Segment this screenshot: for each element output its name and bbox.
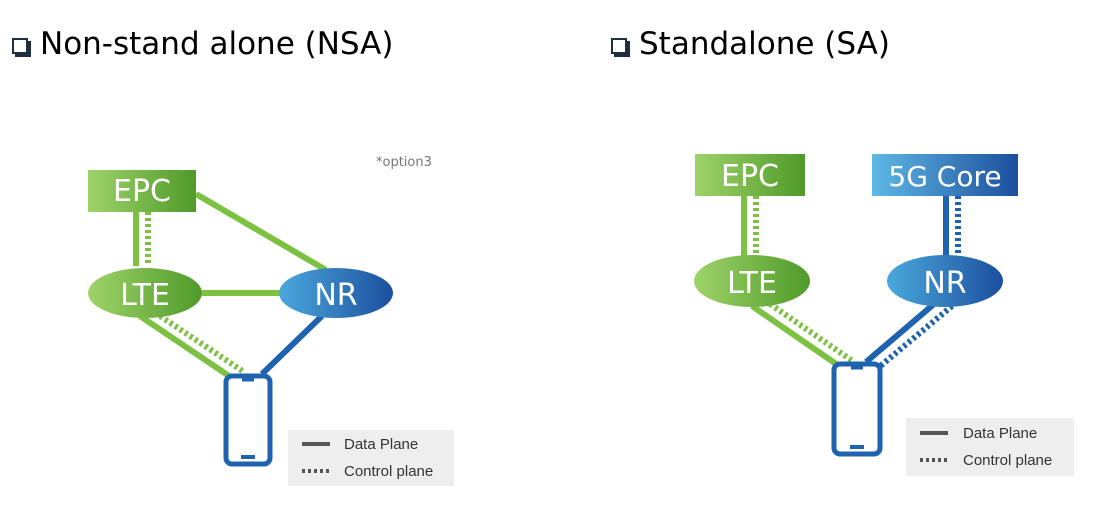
nsa-legend-box — [288, 430, 454, 486]
sa-nr-label: NR — [923, 266, 966, 301]
sa-epc-node: EPC — [695, 154, 805, 196]
sa-core-label: 5G Core — [888, 160, 1001, 193]
sa-lte-phone-data-link — [750, 303, 844, 371]
nsa-diagram: *option3 EPC LTE — [88, 155, 454, 486]
sa-heading-text: Standalone (SA) — [639, 26, 890, 62]
sa-nr-ellipse — [887, 255, 1003, 307]
sa-lte-ellipse — [694, 255, 810, 307]
nsa-epc-label: EPC — [113, 174, 171, 209]
checkbox-icon — [12, 38, 28, 54]
sa-lte-phone-control-link — [768, 301, 856, 365]
nsa-nr-label: NR — [314, 278, 357, 313]
sa-legend: Data Plane Control plane — [906, 418, 1074, 476]
nsa-legend: Data Plane Control plane — [288, 430, 454, 486]
nsa-heading: Non-stand alone (NSA) — [12, 26, 393, 62]
nsa-nr-node: NR — [279, 268, 393, 318]
nsa-option-note: *option3 — [376, 155, 432, 170]
smartphone-icon — [223, 373, 273, 467]
nsa-epc-node: EPC — [88, 170, 196, 212]
sa-epc-box — [695, 154, 805, 196]
sa-lte-label: LTE — [727, 266, 777, 301]
sa-nr-phone-control-link — [876, 303, 954, 371]
nsa-lte-label: LTE — [120, 278, 170, 313]
nsa-heading-text: Non-stand alone (NSA) — [40, 26, 394, 62]
sa-core-box — [872, 154, 1018, 196]
nsa-nr-phone-data-link — [259, 313, 325, 377]
checkbox-icon — [611, 38, 627, 54]
sa-core-node: 5G Core — [872, 154, 1018, 196]
sa-nr-phone-data-link — [864, 301, 936, 365]
nsa-legend-data-plane: Data Plane — [344, 436, 418, 453]
sa-diagram: EPC 5G Core LTE NR — [694, 154, 1074, 476]
sa-legend-control-plane: Control plane — [963, 452, 1052, 469]
nsa-epc-nr-data-link — [194, 191, 328, 273]
sa-lte-node: LTE — [694, 255, 810, 307]
smartphone-icon — [831, 361, 883, 457]
nsa-lte-phone-data-link — [138, 313, 234, 381]
sa-heading: Standalone (SA) — [611, 26, 890, 62]
nsa-epc-box — [88, 170, 196, 212]
nsa-lte-node: LTE — [88, 268, 202, 318]
nsa-nr-ellipse — [279, 268, 393, 318]
sa-epc-label: EPC — [721, 159, 779, 194]
nsa-lte-ellipse — [88, 268, 202, 318]
sa-nr-node: NR — [887, 255, 1003, 307]
sa-legend-box — [906, 418, 1074, 476]
sa-legend-data-plane: Data Plane — [963, 425, 1037, 442]
nsa-legend-control-plane: Control plane — [344, 463, 433, 480]
nsa-lte-phone-control-link — [158, 313, 246, 375]
